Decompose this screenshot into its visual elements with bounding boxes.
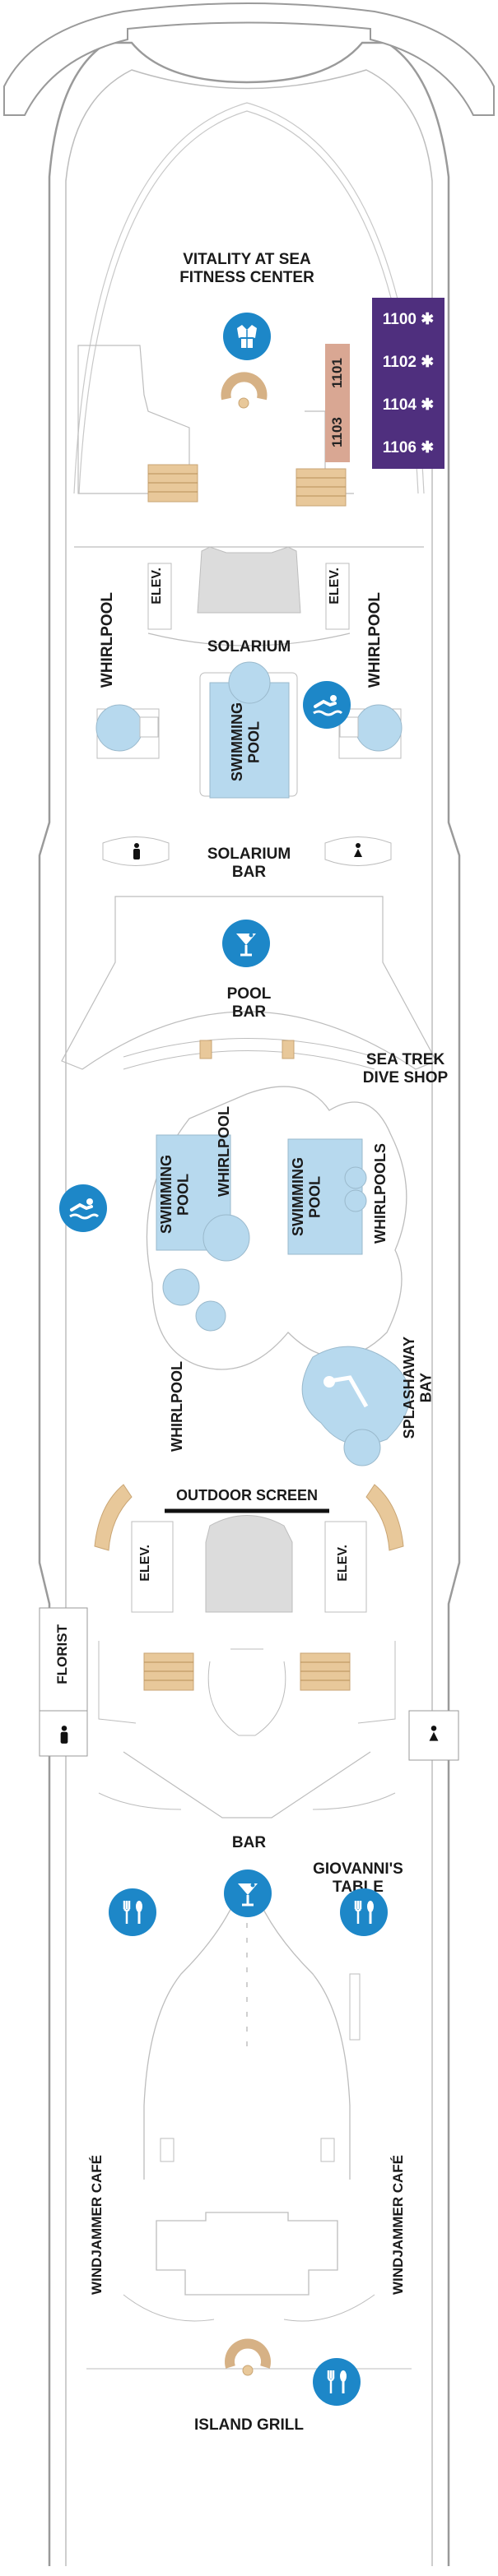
swimmer-icon-main — [59, 1184, 107, 1232]
forward-elevator-block — [205, 1515, 293, 1613]
windjammer-serving — [143, 1891, 351, 2180]
florist-shop — [39, 1607, 88, 1757]
cocktail-icon-bar — [224, 1869, 272, 1917]
hull-outline — [38, 41, 461, 2566]
solarium-label: SOLARIUM — [207, 638, 291, 656]
sea-trek-label: SEA TREK DIVE SHOP — [362, 1051, 449, 1086]
pool-bar-stairs-left — [199, 1040, 212, 1059]
windjammer-right-label: WINDJAMMER CAFÉ — [390, 2155, 406, 2295]
swimming-pool-1-label: SWIMMING POOL — [158, 1155, 192, 1234]
spiral-stair-icon-bottom — [225, 2338, 271, 2376]
dining-icon-left — [109, 1888, 156, 1936]
splashaway-label: SPLASHAWAY BAY — [401, 1337, 435, 1439]
whirlpool-low-label: WHIRLPOOL — [169, 1361, 185, 1452]
swimming-pool-2-label: SWIMMING POOL — [290, 1157, 323, 1236]
cabin-1100[interactable]: 1100 ✱ — [372, 298, 444, 341]
pool-bar-stairs-right — [282, 1040, 295, 1059]
restroom-female-icon-right — [424, 1724, 444, 1745]
whirlpool-right-solarium — [338, 704, 403, 759]
cabin-1102[interactable]: 1102 ✱ — [372, 341, 444, 383]
whirlpool-mid — [202, 1214, 250, 1262]
whirlpool-mid-label: WHIRLPOOL — [216, 1106, 232, 1197]
elev-label-forward-left: ELEV. — [138, 1545, 152, 1582]
outdoor-screen-label: OUTDOOR SCREEN — [175, 1487, 318, 1503]
dining-icon-right — [340, 1888, 388, 1936]
pool-bar-label: POOL BAR — [226, 985, 272, 1021]
fitness-center-label: VITALITY AT SEA FITNESS CENTER — [179, 251, 314, 286]
cabin-1106[interactable]: 1106 ✱ — [372, 426, 444, 469]
fitness-robe-icon — [223, 313, 271, 360]
elev-label-solarium-left: ELEV. — [150, 568, 164, 605]
solarium-elevator-block — [197, 546, 301, 614]
stairs-curved-right — [365, 1484, 404, 1551]
stairs-curved-left — [94, 1484, 133, 1551]
cabin-1103[interactable]: 1103 — [325, 403, 350, 462]
florist-label: FLORIST — [54, 1624, 70, 1684]
whirlpools-label: WHIRLPOOLS — [372, 1143, 389, 1244]
windjammer-left-label: WINDJAMMER CAFÉ — [89, 2155, 105, 2295]
whirlpool-left-solarium — [95, 704, 160, 759]
solarium-bar-label: SOLARIUM BAR — [207, 846, 291, 881]
whirlpool-low-2 — [195, 1300, 226, 1332]
whirlpool-low-1 — [162, 1268, 200, 1306]
island-grill-label: ISLAND GRILL — [194, 2416, 304, 2434]
whirlpools-b — [344, 1189, 367, 1212]
inner-hull — [65, 69, 433, 2566]
main-pool-deck — [146, 1086, 407, 1370]
solarium-pool-label: SWIMMING POOL — [229, 702, 263, 781]
restroom-female-icon — [349, 842, 367, 860]
spiral-stair-icon-top — [221, 372, 268, 409]
splashaway-bay — [301, 1346, 411, 1446]
dining-icon-island-grill — [313, 2358, 361, 2406]
elev-label-solarium-right: ELEV. — [328, 568, 342, 605]
cabin-1104[interactable]: 1104 ✱ — [372, 383, 444, 426]
restroom-male-icon-florist — [54, 1724, 74, 1745]
whirlpool-right-label: WHIRLPOOL — [366, 592, 384, 688]
bar-label: BAR — [231, 1834, 267, 1851]
bow-shape — [3, 2, 495, 116]
swimmer-icon-solarium — [303, 681, 351, 729]
elev-label-forward-right: ELEV. — [336, 1545, 350, 1582]
cabin-1101[interactable]: 1101 — [325, 344, 350, 403]
restroom-male-icon — [128, 842, 146, 860]
whirlpool-left-label: WHIRLPOOL — [99, 592, 116, 688]
whirlpools-a — [344, 1166, 367, 1189]
cocktail-icon-pool-bar — [222, 920, 270, 967]
